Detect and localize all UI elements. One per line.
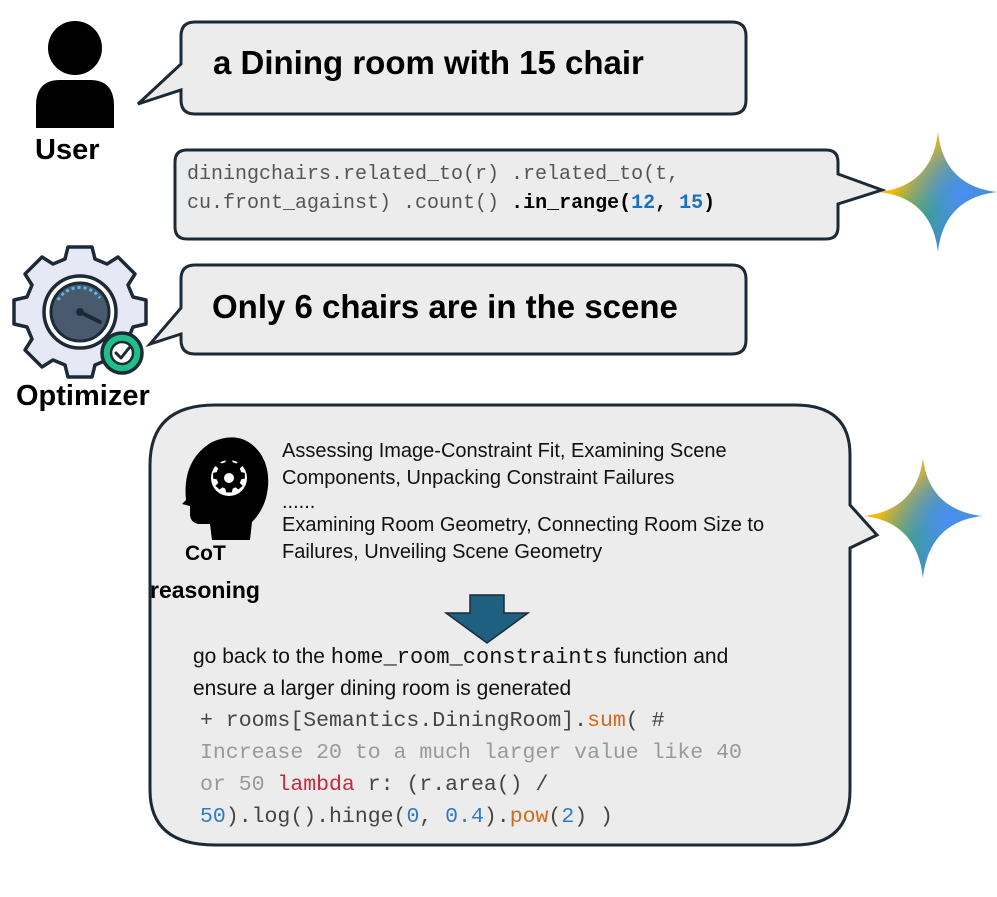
fix-code-num-0-4: 0.4	[445, 805, 484, 829]
fix-code-comment-tail: or 50	[200, 773, 278, 797]
cot-steps: Assessing Image-Constraint Fit, Examinin…	[282, 438, 852, 566]
gemini-sparkle-icon-top	[879, 132, 997, 252]
fix-code-pow: pow	[509, 805, 549, 829]
code-speech-bubble	[173, 148, 887, 241]
code-range-sep: ,	[655, 192, 680, 215]
code-in-range-fn: .in_range(	[511, 192, 632, 215]
fix-code-num-50: 50	[200, 805, 226, 829]
cot-speech-bubble	[148, 403, 880, 847]
cot-label: CoT	[185, 542, 226, 565]
code-range-close: )	[703, 192, 716, 215]
instruction-post: function and	[608, 645, 729, 668]
optimizer-speech-bubble	[145, 263, 748, 356]
fix-code-l1-tail: ( #	[625, 709, 665, 733]
generated-constraint-code: diningchairs.related_to(r) .related_to(t…	[187, 160, 715, 218]
fix-code-l3: r: (r.area() /	[354, 773, 549, 797]
cot-icon-label: CoT	[185, 541, 226, 567]
instruction-line-2: ensure a larger dining room is generated	[193, 677, 572, 700]
fix-code-num-0: 0	[406, 805, 420, 829]
fix-code-l1: + rooms[Semantics.DiningRoom].	[200, 709, 588, 733]
fix-code-block: + rooms[Semantics.DiningRoom].sum( # Inc…	[200, 705, 742, 833]
user-avatar-icon	[36, 21, 114, 128]
code-range-min: 12	[631, 192, 656, 215]
check-badge-icon	[100, 331, 144, 375]
fix-code-comment: Increase 20 to a much larger value like …	[200, 741, 742, 765]
fix-code-lambda: lambda	[277, 773, 355, 797]
gemini-sparkle-icon-bottom	[864, 458, 982, 578]
code-range-max: 15	[679, 192, 704, 215]
cot-step-line-4: Failures, Unveiling Scene Geometry	[282, 541, 603, 563]
code-line-1: diningchairs.related_to(r) .related_to(t…	[187, 163, 680, 186]
cot-head-gear-icon	[182, 437, 269, 540]
user-speech-bubble	[136, 20, 748, 116]
fix-code-l4d: (	[548, 805, 562, 829]
down-arrow-icon	[443, 594, 531, 644]
reasoning-label: reasoning	[150, 577, 260, 603]
cot-step-line-1: Assessing Image-Constraint Fit, Examinin…	[282, 440, 727, 462]
fix-code-l4a: ).log().hinge(	[225, 805, 407, 829]
user-message: a Dining room with 15 chair	[213, 44, 644, 81]
fix-code-l4c: ).	[483, 805, 510, 829]
cot-ellipsis: ......	[282, 491, 316, 513]
cot-step-line-3: Examining Room Geometry, Connecting Room…	[282, 514, 765, 536]
fix-code-num-2: 2	[561, 805, 575, 829]
instruction-pre: go back to the	[193, 645, 331, 668]
fix-code-l4e: ) )	[574, 805, 613, 829]
code-line-2: cu.front_against) .count()	[187, 192, 512, 215]
optimizer-label: Optimizer	[16, 380, 150, 412]
fix-code-sum: sum	[587, 709, 626, 733]
fix-instruction: go back to the home_room_constraints fun…	[193, 641, 833, 704]
optimizer-message: Only 6 chairs are in the scene	[212, 288, 678, 325]
instruction-function-name: home_room_constraints	[330, 645, 609, 670]
cot-step-line-2: Components, Unpacking Constraint Failure…	[282, 467, 675, 489]
user-label: User	[35, 134, 100, 166]
fix-code-l4b: ,	[419, 805, 446, 829]
